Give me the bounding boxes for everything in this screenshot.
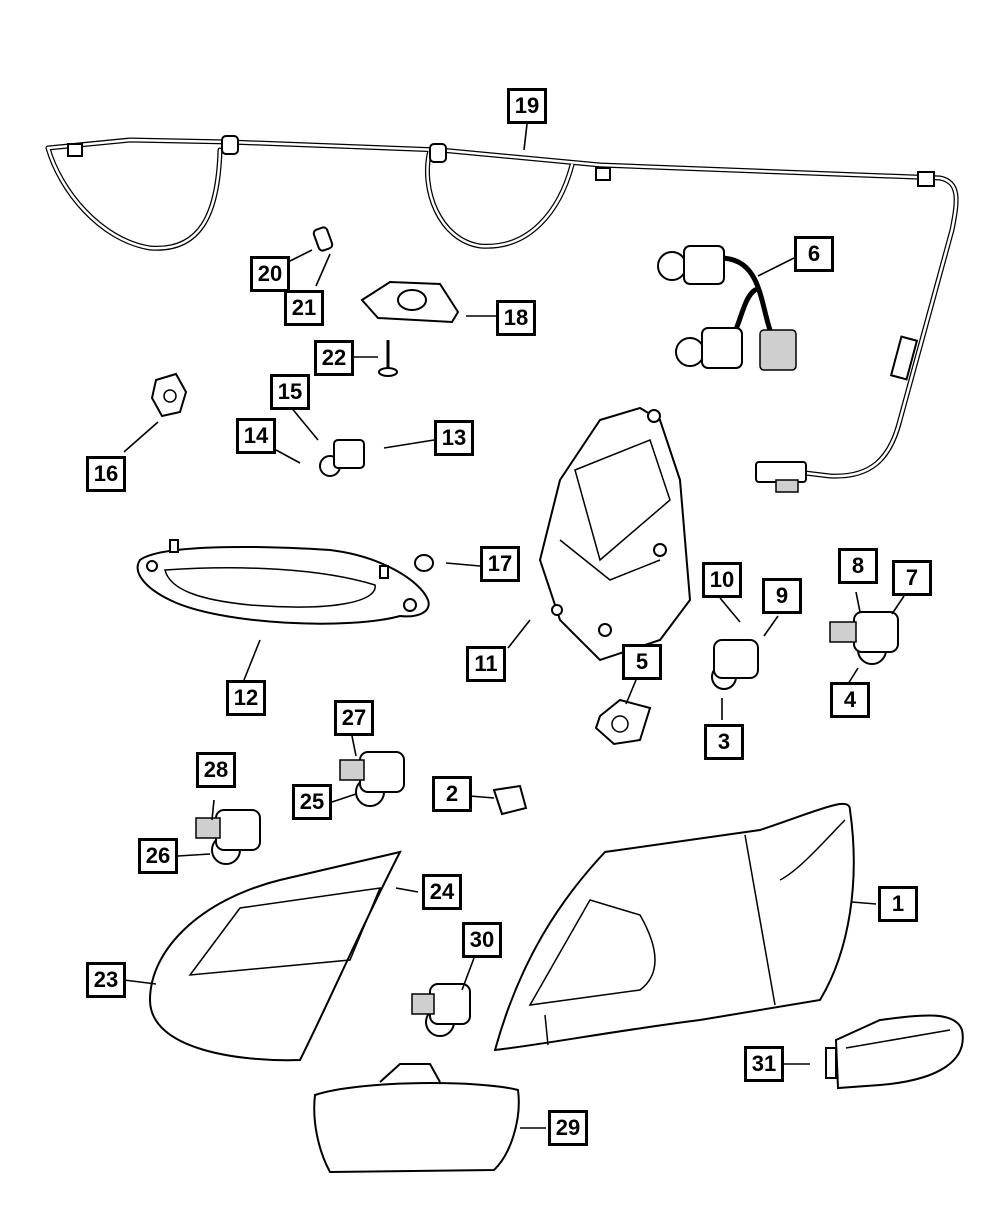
- callout-24: 24: [422, 874, 462, 910]
- screw: [378, 340, 398, 377]
- clip: [492, 784, 528, 816]
- tail-lamp-housing: [538, 406, 692, 662]
- outer-tail-lamp: [493, 802, 855, 1052]
- small-bulb: [312, 226, 334, 252]
- bulb-socket-upper-left: [339, 751, 405, 807]
- leader-lines: [123, 123, 905, 1129]
- callout-3: 3: [704, 724, 744, 760]
- callout-16: 16: [86, 456, 126, 492]
- callout-12: 12: [226, 680, 266, 716]
- callout-18: 18: [496, 300, 536, 336]
- callout-15: 15: [270, 374, 310, 410]
- callout-27: 27: [334, 700, 374, 736]
- bulb-socket-right: [829, 611, 899, 665]
- rear-reflector: [313, 1063, 520, 1174]
- callout-11: 11: [466, 646, 506, 682]
- retainer-nut: [594, 698, 652, 746]
- callout-22: 22: [314, 340, 354, 376]
- callout-31: 31: [744, 1046, 784, 1082]
- nut: [150, 372, 188, 418]
- inner-tail-lamp: [148, 850, 402, 1062]
- callout-9: 9: [762, 578, 802, 614]
- callout-21: 21: [284, 290, 324, 326]
- callout-20: 20: [250, 256, 290, 292]
- callout-30: 30: [462, 922, 502, 958]
- callout-7: 7: [892, 560, 932, 596]
- callout-17: 17: [480, 546, 520, 582]
- grommet: [414, 554, 434, 572]
- callout-25: 25: [292, 784, 332, 820]
- callout-19: 19: [507, 88, 547, 124]
- callout-6: 6: [794, 236, 834, 272]
- callout-4: 4: [830, 682, 870, 718]
- callout-1: 1: [878, 886, 918, 922]
- bulb-socket-small: [319, 439, 365, 477]
- wiring-harness: [45, 135, 959, 493]
- socket-harness: [657, 245, 797, 371]
- bulb-socket-center: [711, 639, 759, 690]
- callout-2: 2: [432, 776, 472, 812]
- callout-29: 29: [548, 1110, 588, 1146]
- bulb-socket-30: [411, 983, 471, 1037]
- bulb-socket-lower-left: [195, 809, 261, 865]
- callout-23: 23: [86, 962, 126, 998]
- callout-10: 10: [702, 562, 742, 598]
- callout-5: 5: [622, 644, 662, 680]
- callout-8: 8: [838, 548, 878, 584]
- chmsl-lamp: [136, 539, 430, 625]
- callout-28: 28: [196, 752, 236, 788]
- callout-26: 26: [138, 838, 178, 874]
- callout-14: 14: [236, 418, 276, 454]
- license-lamp-bracket: [360, 280, 460, 324]
- side-marker-lamp: [825, 1014, 964, 1090]
- callout-13: 13: [434, 420, 474, 456]
